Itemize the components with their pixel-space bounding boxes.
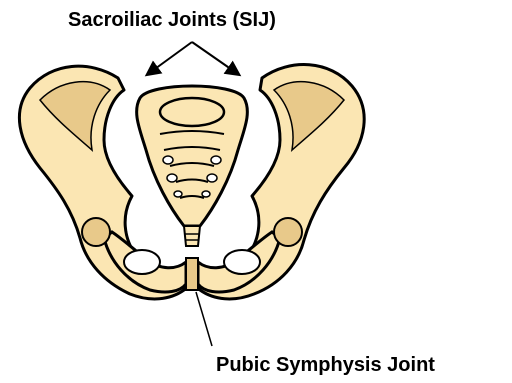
sacroiliac-arrows bbox=[148, 42, 238, 74]
pubic-symphysis-pointer bbox=[196, 292, 212, 346]
lumbar-vertebra bbox=[160, 98, 224, 126]
left-obturator-foramen bbox=[124, 250, 160, 274]
right-obturator-foramen bbox=[224, 250, 260, 274]
right-sij-arrow bbox=[192, 42, 238, 74]
pubic-symphysis bbox=[186, 258, 198, 290]
left-acetabulum bbox=[82, 218, 110, 246]
coccyx bbox=[184, 226, 200, 246]
right-acetabulum bbox=[274, 218, 302, 246]
left-sij-arrow bbox=[148, 42, 192, 74]
